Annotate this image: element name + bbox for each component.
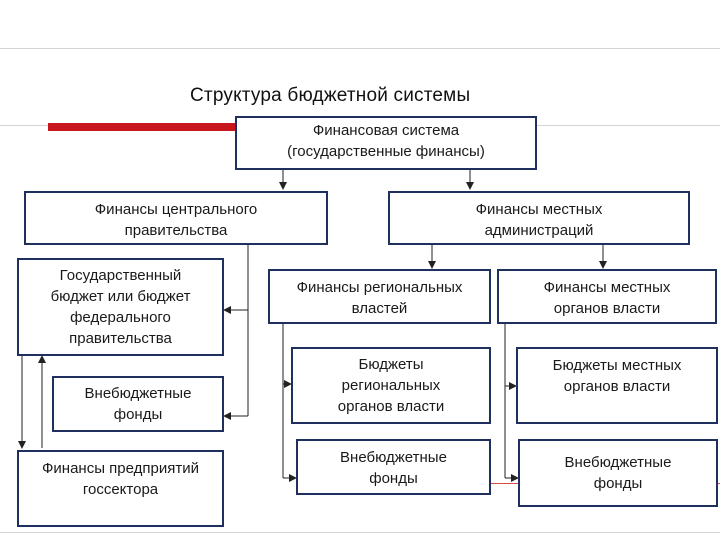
box-central-government: Финансы центрального правительства [24,191,328,245]
box-label: администраций [484,222,594,239]
box-regional-extra-funds: Внебюджетные фонды [296,439,491,495]
box-financial-system: Финансовая система (государственные фина… [235,116,537,170]
box-local-administrations: Финансы местных администраций [388,191,690,245]
box-label: правительства [124,222,228,239]
box-local-budgets: Бюджеты местных органов власти [516,347,718,424]
box-label: органов власти [553,300,661,317]
box-label: региональных [341,377,441,394]
box-label: федерального [70,309,171,326]
guide-line [0,48,720,49]
box-local-authorities: Финансы местных органов власти [497,269,717,324]
box-label: Финансовая система [312,122,460,139]
box-label: фонды [113,406,163,423]
box-label: госсектора [82,481,159,498]
box-label: Финансы центрального [94,201,258,218]
box-label: органов власти [563,378,671,395]
box-label: Внебюджетные [84,385,192,402]
box-label: (государственные финансы) [287,143,485,160]
box-label: Финансы местных [475,201,603,218]
box-label: Внебюджетные [564,454,672,471]
box-label: Финансы предприятий [42,460,199,477]
accent-line [300,483,720,484]
box-regional-authorities: Финансы региональных властей [268,269,491,324]
box-label: властей [351,300,408,317]
box-state-enterprises: Финансы предприятий госсектора [17,450,224,527]
box-label: фонды [593,475,643,492]
guide-line [0,532,720,533]
box-label: органов власти [337,398,445,415]
box-label: фонды [369,470,418,487]
box-label: Государственный [59,267,182,284]
box-label: бюджет или бюджет [50,288,191,305]
box-label: Внебюджетные [340,449,447,466]
title-accent-bar [48,123,360,131]
box-label: правительства [69,330,172,347]
diagram-title: Структура бюджетной системы [190,85,471,106]
box-local-extra-funds: Внебюджетные фонды [518,439,718,507]
box-label: Финансы региональных [296,279,463,296]
box-extra-funds-central: Внебюджетные фонды [52,376,224,432]
box-state-budget: Государственный бюджет или бюджет федера… [17,258,224,356]
box-label: Финансы местных [543,279,671,296]
box-label: Бюджеты местных [552,357,682,374]
box-regional-budgets: Бюджеты региональных органов власти [291,347,491,424]
box-label: Бюджеты [358,356,424,373]
